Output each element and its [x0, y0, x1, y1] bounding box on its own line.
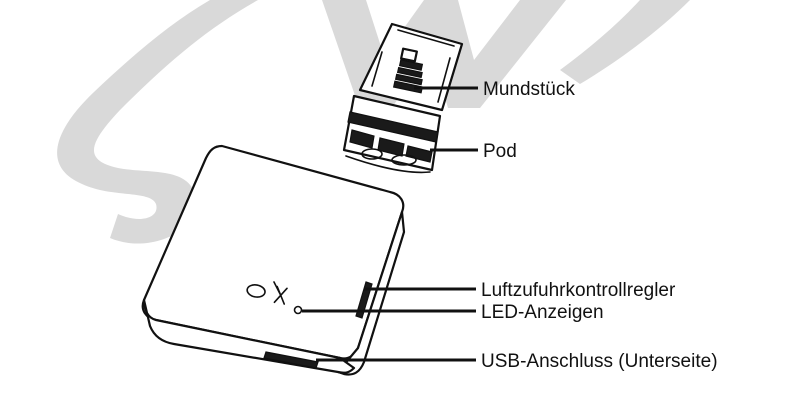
mouthpiece-coil: [392, 47, 424, 94]
label-pod: Pod: [483, 141, 517, 162]
device-front-face: [142, 298, 356, 374]
label-led: LED-Anzeigen: [481, 302, 604, 323]
label-airflow: Luftzufuhrkontrollregler: [481, 280, 676, 301]
pod-bottom-edge: [345, 155, 431, 174]
airflow-slot: [355, 281, 373, 319]
ok-logo-icon: [246, 281, 288, 305]
device-body: [141, 144, 406, 376]
label-mouthpiece: Mundstück: [483, 79, 575, 100]
pod-body-band: [347, 111, 439, 143]
label-usb: USB-Anschluss (Unterseite): [481, 351, 718, 372]
watermark-stroke-right: [560, 0, 690, 84]
pod-base-details: [349, 129, 433, 166]
led-indicator: [293, 305, 303, 315]
watermark-s-shape: [57, 0, 258, 244]
leader-lines: [302, 86, 478, 362]
usb-port: [263, 351, 319, 369]
pod-shell-edge: [371, 29, 455, 103]
callout-labels: Mundstück Pod Luftzufuhrkontrollregler L…: [481, 79, 718, 372]
